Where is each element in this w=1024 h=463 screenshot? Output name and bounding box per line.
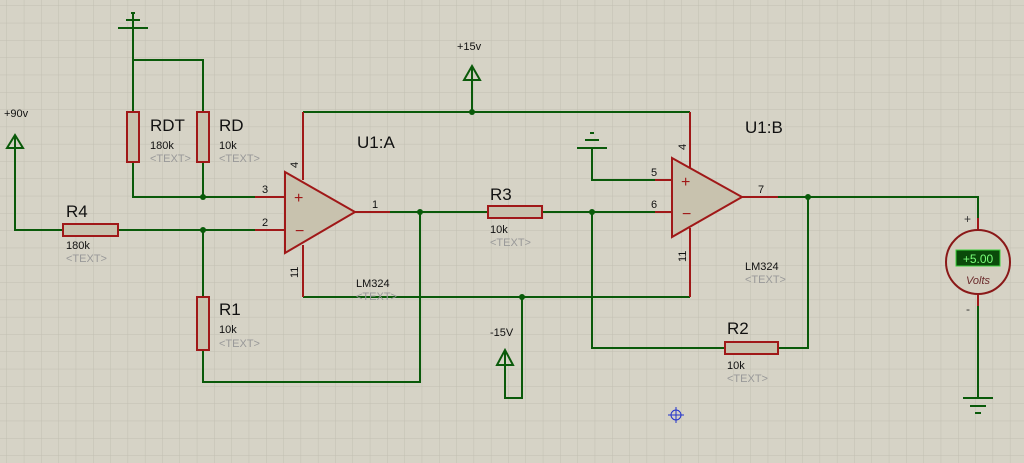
svg-text:+: + bbox=[964, 212, 971, 226]
voltmeter-display bbox=[955, 249, 1001, 267]
svg-text:10k: 10k bbox=[219, 140, 237, 152]
svg-text:10k: 10k bbox=[490, 224, 508, 236]
svg-text:+: + bbox=[681, 174, 690, 191]
dc-voltmeter[interactable]: +5.00 Volts + - bbox=[945, 212, 1011, 316]
svg-text:U1:A: U1:A bbox=[357, 133, 395, 152]
svg-text:2: 2 bbox=[262, 217, 268, 229]
svg-text:<TEXT>: <TEXT> bbox=[727, 373, 768, 385]
svg-text:R1: R1 bbox=[219, 300, 241, 319]
power-terminal-minus15v: -15V bbox=[490, 327, 515, 366]
svg-text:RDT: RDT bbox=[150, 116, 185, 135]
svg-text:RD: RD bbox=[219, 116, 244, 135]
resistor-r2[interactable]: R2 10k <TEXT> bbox=[724, 319, 779, 385]
resistor-rd[interactable]: RD 10k <TEXT> bbox=[196, 111, 260, 165]
opamp-u1a[interactable]: + − 3 2 1 4 11 U1:A LM324 <TEXT> bbox=[255, 112, 397, 303]
svg-text:3: 3 bbox=[262, 184, 268, 196]
svg-text:−: − bbox=[295, 223, 304, 240]
svg-text:Volts: Volts bbox=[966, 275, 991, 287]
voltmeter-reading: +5.00 bbox=[963, 252, 994, 266]
resistor-rdt[interactable]: RDT 180k <TEXT> bbox=[126, 111, 191, 165]
svg-text:180k: 180k bbox=[150, 140, 174, 152]
svg-text:<TEXT>: <TEXT> bbox=[150, 153, 191, 165]
ground-icon bbox=[577, 132, 607, 149]
svg-text:-: - bbox=[966, 302, 970, 316]
resistor-r1[interactable]: R1 10k <TEXT> bbox=[196, 296, 260, 351]
svg-text:U1:B: U1:B bbox=[745, 118, 783, 137]
svg-text:10k: 10k bbox=[219, 324, 237, 336]
svg-text:R2: R2 bbox=[727, 319, 749, 338]
svg-text:R4: R4 bbox=[66, 202, 88, 221]
svg-text:7: 7 bbox=[758, 184, 764, 196]
opamp-u1b[interactable]: + − 5 6 7 4 11 U1:B LM324 <TEXT> bbox=[651, 112, 786, 297]
svg-text:11: 11 bbox=[677, 251, 689, 262]
svg-text:+15v: +15v bbox=[457, 41, 482, 53]
svg-text:R3: R3 bbox=[490, 185, 512, 204]
wires bbox=[14, 28, 979, 399]
power-terminal-15v: +15v bbox=[457, 41, 482, 81]
power-terminal-90v: +90v bbox=[4, 108, 29, 149]
svg-text:10k: 10k bbox=[727, 360, 745, 372]
svg-text:<TEXT>: <TEXT> bbox=[219, 338, 260, 350]
svg-text:LM324: LM324 bbox=[745, 261, 779, 273]
svg-text:5: 5 bbox=[651, 167, 657, 179]
ground-icon bbox=[963, 397, 993, 414]
svg-text:<TEXT>: <TEXT> bbox=[490, 237, 531, 249]
svg-text:-15V: -15V bbox=[490, 327, 514, 339]
svg-text:−: − bbox=[682, 206, 691, 223]
svg-text:LM324: LM324 bbox=[356, 278, 390, 290]
junctions bbox=[200, 109, 811, 300]
svg-text:180k: 180k bbox=[66, 240, 90, 252]
ground-icon bbox=[118, 12, 148, 29]
svg-text:6: 6 bbox=[651, 199, 657, 211]
svg-text:4: 4 bbox=[677, 144, 689, 150]
svg-text:1: 1 bbox=[372, 199, 378, 211]
svg-text:11: 11 bbox=[289, 267, 301, 278]
svg-text:<TEXT>: <TEXT> bbox=[219, 153, 260, 165]
svg-text:<TEXT>: <TEXT> bbox=[356, 291, 397, 303]
svg-text:+90v: +90v bbox=[4, 108, 29, 120]
svg-text:4: 4 bbox=[289, 162, 301, 168]
resistor-r3[interactable]: R3 10k <TEXT> bbox=[487, 185, 543, 249]
svg-text:<TEXT>: <TEXT> bbox=[745, 274, 786, 286]
resistor-r4[interactable]: R4 180k <TEXT> bbox=[62, 202, 119, 265]
crosshair-cursor-icon bbox=[668, 407, 684, 423]
svg-text:+: + bbox=[294, 190, 303, 207]
svg-text:<TEXT>: <TEXT> bbox=[66, 253, 107, 265]
